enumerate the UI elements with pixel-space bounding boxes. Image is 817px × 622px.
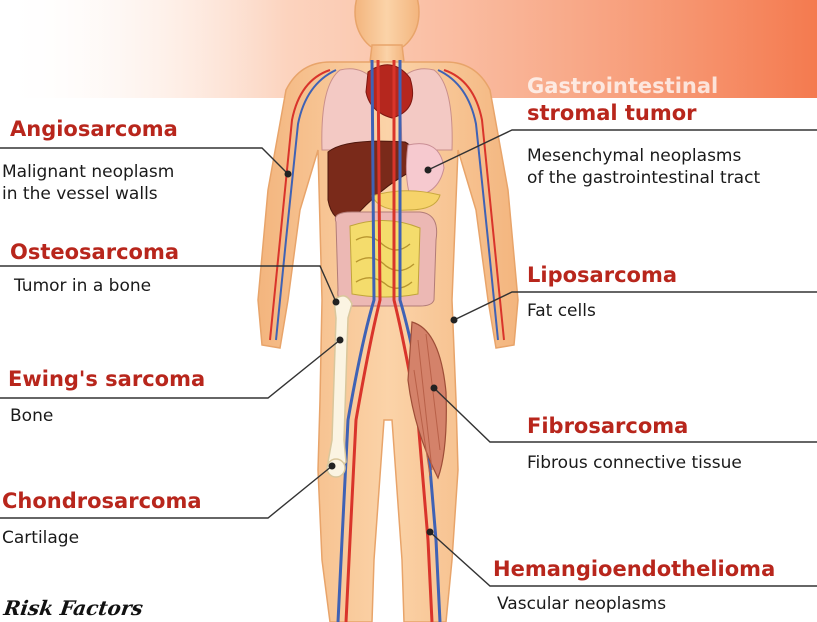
gist-title-line1: Gastrointestinal: [527, 74, 718, 98]
risk-factors-heading: Risk Factors: [2, 596, 144, 620]
chondrosarcoma-title: Chondrosarcoma: [2, 489, 202, 513]
gist-desc-line1: Mesenchymal neoplasms: [527, 145, 741, 167]
gist-title-line2: stromal tumor: [527, 101, 697, 125]
ewings-sarcoma-title: Ewing's sarcoma: [8, 367, 205, 391]
fibrosarcoma-title: Fibrosarcoma: [527, 414, 688, 438]
liposarcoma-desc: Fat cells: [527, 300, 596, 322]
ewings-sarcoma-desc: Bone: [10, 405, 53, 427]
chondrosarcoma-desc: Cartilage: [2, 527, 79, 549]
small-intestine: [350, 220, 420, 297]
fibrosarcoma-desc: Fibrous connective tissue: [527, 452, 742, 474]
hemangioendothelioma-desc: Vascular neoplasms: [497, 593, 666, 615]
hemangioendothelioma-title: Hemangioendothelioma: [493, 557, 775, 581]
osteosarcoma-desc: Tumor in a bone: [14, 275, 151, 297]
angiosarcoma-desc-line2: in the vessel walls: [2, 183, 158, 205]
liposarcoma-title: Liposarcoma: [527, 263, 677, 287]
osteosarcoma-title: Osteosarcoma: [10, 240, 179, 264]
angiosarcoma-title: Angiosarcoma: [10, 117, 178, 141]
angiosarcoma-desc-line1: Malignant neoplasm: [2, 161, 174, 183]
gist-desc-line2: of the gastrointestinal tract: [527, 167, 760, 189]
